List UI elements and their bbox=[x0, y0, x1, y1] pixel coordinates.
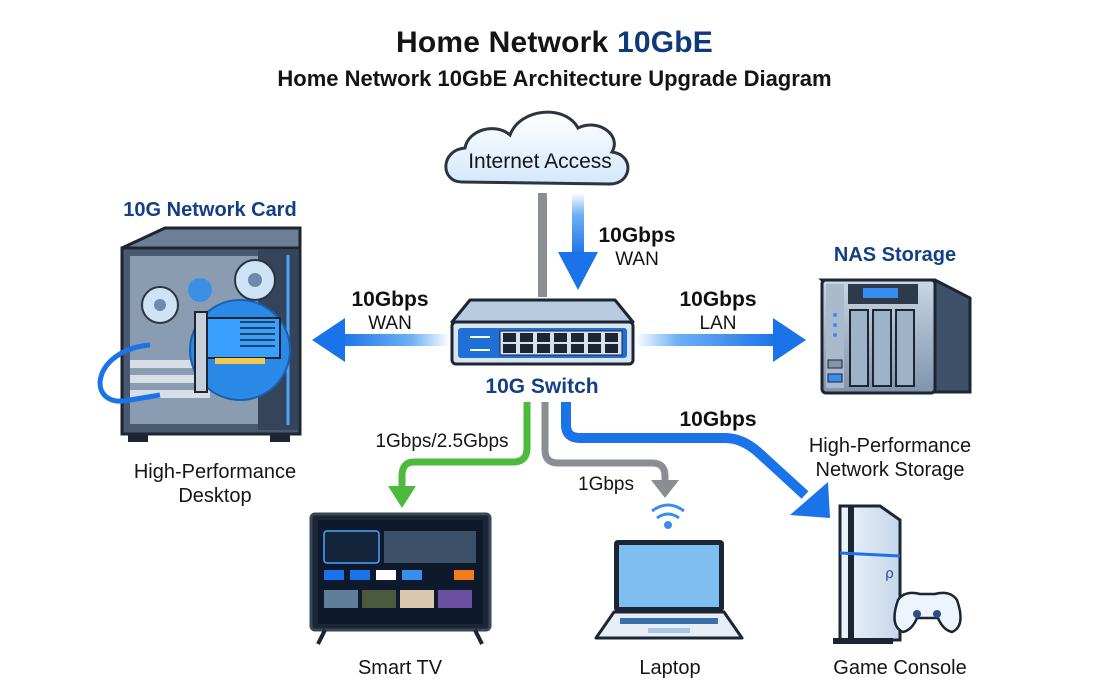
laptop-icon bbox=[594, 540, 744, 640]
gray-uplink-line bbox=[538, 193, 547, 297]
desktop-link-type: WAN bbox=[368, 313, 412, 334]
internet-to-switch-arrow bbox=[558, 193, 598, 290]
console-label: Game Console bbox=[833, 657, 967, 679]
internet-link-speed: 10Gbps bbox=[598, 224, 676, 247]
diagram-title: Home Network 10GbE bbox=[0, 26, 1109, 60]
switch-to-nas-arrow bbox=[635, 318, 806, 362]
laptop-link-speed: 1Gbps bbox=[578, 474, 634, 495]
desktop-label-line1: High-Performance bbox=[133, 461, 297, 483]
nas-link-label: 10Gbps LAN bbox=[668, 288, 768, 336]
laptop-label: Laptop bbox=[639, 657, 701, 679]
game-console-icon: ⍴ bbox=[833, 504, 962, 644]
switch-to-console-arrow bbox=[561, 402, 830, 518]
tv-link-speed: 1Gbps/2.5Gbps bbox=[375, 431, 509, 452]
desktop-tower-icon bbox=[97, 226, 302, 442]
console-link-speed: 10Gbps bbox=[679, 408, 757, 431]
console-storage-label: High-Performance Network Storage bbox=[790, 434, 990, 482]
nas-label: NAS Storage bbox=[833, 244, 957, 266]
internet-link-label: 10Gbps WAN bbox=[592, 224, 682, 272]
nas-link-type: LAN bbox=[699, 313, 737, 334]
tv-label: Smart TV bbox=[357, 657, 443, 679]
network-card-label: 10G Network Card bbox=[123, 199, 297, 221]
svg-text:⍴: ⍴ bbox=[885, 566, 894, 582]
title-prefix: Home Network bbox=[395, 26, 609, 59]
wifi-icon bbox=[651, 503, 685, 529]
diagram-subtitle: Home Network 10GbE Architecture Upgrade … bbox=[277, 66, 832, 91]
switch-label: 10G Switch bbox=[485, 375, 599, 398]
console-storage-line2: Network Storage bbox=[815, 459, 965, 481]
desktop-label-line2: Desktop bbox=[178, 485, 252, 507]
tv-icon bbox=[309, 512, 492, 645]
internet-link-type: WAN bbox=[615, 249, 659, 270]
switch-to-desktop-arrow bbox=[312, 318, 450, 362]
internet-label: Internet Access bbox=[468, 150, 612, 173]
nas-link-speed: 10Gbps bbox=[679, 288, 757, 311]
console-storage-line1: High-Performance bbox=[808, 435, 972, 457]
desktop-label: High-Performance Desktop bbox=[100, 460, 330, 508]
cloud-icon bbox=[444, 110, 630, 186]
switch-to-tv-arrow bbox=[388, 402, 531, 508]
title-accent: 10GbE bbox=[616, 26, 714, 59]
switch-to-laptop-arrow bbox=[541, 402, 679, 498]
nas-icon bbox=[818, 278, 972, 395]
desktop-link-label: 10Gbps WAN bbox=[340, 288, 440, 336]
desktop-link-speed: 10Gbps bbox=[351, 288, 429, 311]
network-switch-icon bbox=[450, 298, 635, 366]
